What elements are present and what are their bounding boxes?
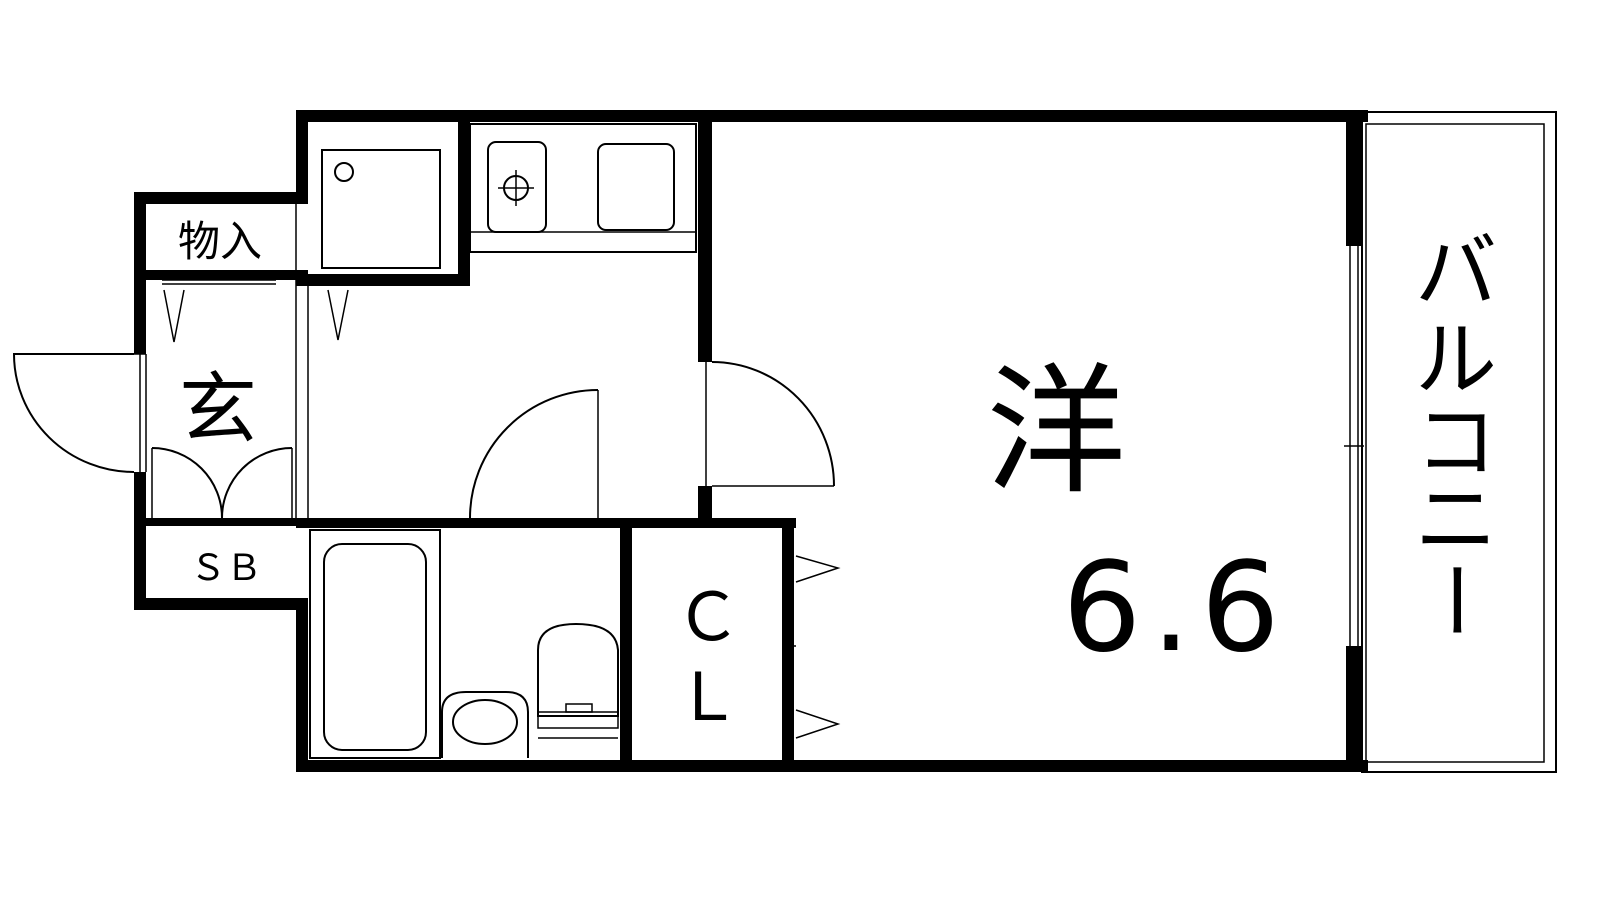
western-room-size: 6.6 (1062, 536, 1289, 680)
labels: 物入 玄 ＳＢ Ｃ Ｌ 洋 6.6 バ ル コ ニ ー (178, 217, 1501, 736)
closet-label-l: Ｌ (675, 659, 741, 736)
shoe-box-label: ＳＢ (190, 548, 262, 589)
balcony-char-4: ニ (1415, 473, 1497, 568)
balcony-char-2: ル (1415, 313, 1497, 408)
walls (134, 110, 1368, 772)
balcony-char-3: コ (1415, 395, 1497, 490)
storage-label: 物入 (178, 217, 262, 266)
balcony-char-5: ー (1406, 559, 1501, 641)
fixtures (12, 111, 1557, 773)
closet-label-c: Ｃ (675, 579, 741, 656)
entrance-label: 玄 (179, 365, 257, 455)
western-room-label: 洋 (986, 351, 1126, 514)
balcony-char-1: バ (1415, 225, 1497, 320)
